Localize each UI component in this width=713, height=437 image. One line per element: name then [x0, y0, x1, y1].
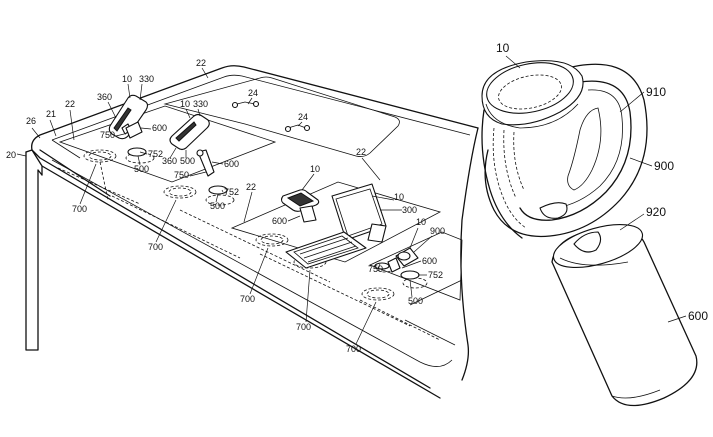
label-752a: 752: [148, 149, 163, 159]
label-24b: 24: [298, 112, 308, 122]
table-assembly: [25, 65, 479, 399]
label-22d: 22: [246, 182, 256, 192]
label-21: 21: [46, 109, 56, 119]
label-22c: 22: [356, 147, 366, 157]
table-edge: [31, 149, 441, 399]
label-10a: 10: [122, 74, 132, 84]
label-330a: 330: [139, 74, 154, 84]
mat-back: [163, 76, 400, 157]
label-600b: 600: [224, 159, 239, 169]
label-700a: 700: [72, 204, 87, 214]
charger-cylinder: [551, 223, 698, 407]
table-leg: [25, 151, 43, 351]
watch-face: [481, 60, 584, 129]
detail-labels: 10 910 900 920 600: [496, 41, 708, 323]
charger-600c: [299, 205, 317, 223]
band-dash-3: [513, 131, 525, 191]
tablet: [285, 183, 387, 269]
leg-connector: [25, 149, 33, 153]
watch-small: [387, 247, 419, 273]
label-d920: 920: [646, 205, 666, 219]
band-clasp: [539, 202, 568, 219]
label-360b: 360: [162, 156, 177, 166]
label-700d: 700: [296, 322, 311, 332]
label-d10: 10: [496, 41, 510, 55]
pen-tip: [196, 149, 204, 157]
label-752c: 752: [428, 270, 443, 280]
label-10b: 10: [180, 99, 190, 109]
label-500a: 500: [134, 164, 149, 174]
label-700e: 700: [346, 344, 361, 354]
watch-band-side: [481, 109, 523, 239]
label-300: 300: [402, 205, 417, 215]
detail-view: [481, 60, 698, 407]
table-inner-rim: [51, 74, 471, 159]
band-dash-1: [492, 127, 527, 229]
label-600d: 600: [422, 256, 437, 266]
mat-left: [58, 105, 277, 183]
watch-band-inner: [519, 80, 632, 221]
phone-2: [169, 113, 210, 151]
cutaway-boundary: [460, 127, 479, 381]
watch-band-outer: [484, 63, 648, 238]
label-500b: 500: [180, 156, 195, 166]
charger-600a: [125, 121, 143, 139]
label-600a: 600: [152, 123, 167, 133]
label-330b: 330: [193, 99, 208, 109]
label-d900: 900: [654, 159, 674, 173]
label-600c: 600: [272, 216, 287, 226]
label-24a: 24: [248, 88, 258, 98]
label-22b: 22: [196, 58, 206, 68]
label-10c: 10: [310, 164, 320, 174]
label-750c: 750: [368, 264, 383, 274]
band-interior: [567, 107, 602, 191]
label-752b: 752: [224, 187, 239, 197]
front-rim: [51, 159, 453, 367]
label-20: 20: [6, 150, 16, 160]
mat-front: [368, 231, 463, 301]
label-750b: 750: [174, 170, 189, 180]
label-700b: 700: [148, 242, 163, 252]
label-360a: 360: [97, 92, 112, 102]
band-dash-2: [503, 129, 517, 199]
front-rim-2: [404, 279, 463, 346]
label-d600: 600: [688, 309, 708, 323]
label-10e: 10: [416, 217, 426, 227]
label-500d: 500: [408, 296, 423, 306]
label-d910: 910: [646, 85, 666, 99]
label-10d: 10: [394, 192, 404, 202]
watch-band-inner-2: [555, 89, 623, 209]
wiring: [57, 161, 441, 341]
label-500c: 500: [210, 201, 225, 211]
label-700c: 700: [240, 294, 255, 304]
table-labels: 20 26 21 22 22 24 24 22 22 10 330 360 75…: [6, 58, 445, 354]
label-22a: 22: [65, 99, 75, 109]
label-900: 900: [430, 226, 445, 236]
charger-600b: [197, 149, 215, 177]
label-750a: 750: [100, 130, 115, 140]
label-26: 26: [26, 116, 36, 126]
earbuds: [231, 100, 311, 133]
